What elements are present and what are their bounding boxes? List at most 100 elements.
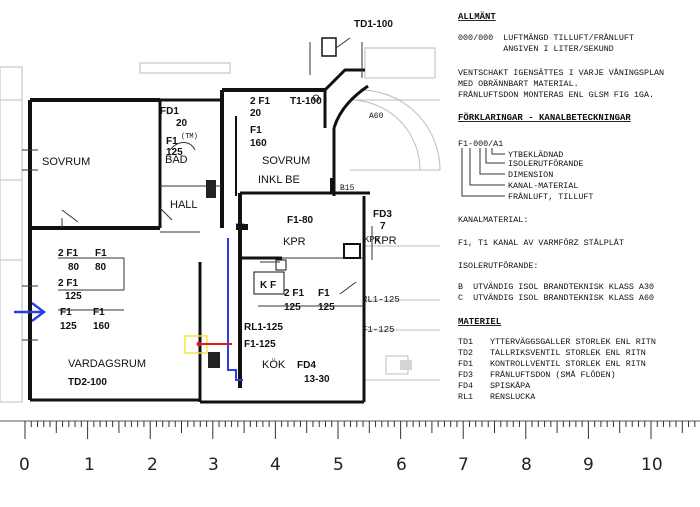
tag-rl1-125: RL1-125 (244, 322, 283, 333)
tag-f1-sovrum: F1 (166, 136, 178, 147)
notes-general-line-4: MED OBRÄNNBART MATERIAL. (458, 79, 579, 89)
ruler-number-3: 3 (208, 455, 219, 475)
ruler-number-4: 4 (270, 455, 281, 475)
flow-cell-r3v2: 160 (93, 321, 110, 332)
materiel-code: FD1 (458, 359, 473, 369)
room-label-kok: KÖK (262, 359, 286, 371)
tag-fd3-value: 7 (380, 221, 386, 232)
notes-insulation-line-1: B UTVÄNDIG ISOL BRANDTEKNISK KLASS A30 (458, 282, 654, 292)
legend-item-3: DIMENSION (508, 170, 553, 180)
notes-heading-insulation: ISOLERUTFÖRANDE: (458, 260, 538, 271)
ruler-number-9: 9 (583, 455, 594, 475)
tag-f1-125: F1-125 (244, 339, 276, 350)
flow-cell-r3c2: F1 (93, 307, 105, 318)
kitchen-cell-r1v1: 125 (284, 302, 301, 313)
materiel-text: YTTERVÄGGSGALLER STORLEK ENL RITN (490, 337, 656, 347)
materiel-code: FD3 (458, 370, 473, 380)
neighbour-label-a60: A60 (369, 112, 384, 121)
tag-td1-top: TD1-100 (354, 19, 393, 30)
tag-tm: (TM) (181, 133, 198, 141)
ruler-number-8: 8 (521, 455, 532, 475)
kitchen-cell-r1v2: 125 (318, 302, 335, 313)
supply-duct-blue (14, 238, 243, 381)
ruler-number-10: 10 (641, 455, 663, 475)
materiel-text: RENSLUCKA (490, 392, 536, 402)
notes-general-line-5: FRÅNLUFTSDON MONTERAS ENL GLSM FIG 1GA. (458, 89, 654, 100)
legend-item-1: YTBEKLÄDNAD (508, 150, 563, 160)
tag-fd3: FD3 (373, 209, 392, 220)
tag-b15: B15 (340, 184, 355, 193)
flow-cell-r3c1: F1 (60, 307, 72, 318)
tag-2f1-sovrum-value: 20 (250, 108, 262, 119)
flow-cell-r3v1: 125 (60, 321, 77, 332)
tag-fd4-value: 13-30 (304, 374, 330, 385)
materiel-text: FRÅNLUFTSDON (SMÅ FLÖDEN) (490, 369, 616, 380)
room-label-sovrum-center: SOVRUM (262, 155, 310, 167)
flow-cell-r1v2: 80 (95, 262, 107, 273)
kitchen-cell-r1c2: F1 (318, 288, 330, 299)
room-label-bad: BAD (165, 154, 188, 166)
ruler-number-2: 2 (147, 455, 158, 475)
ruler-number-7: 7 (458, 455, 469, 475)
materiel-text: TALLRIKSVENTIL STORLEK ENL RITN (490, 348, 646, 358)
ruler-number-1: 1 (84, 455, 95, 475)
tag-fd1-value: 20 (176, 118, 188, 129)
tag-2f1-sovrum: 2 F1 (250, 96, 270, 107)
ruler-number-5: 5 (333, 455, 344, 475)
materiel-code: FD4 (458, 381, 473, 391)
ruler-number-0: 0 (19, 455, 30, 475)
tag-fd1: FD1 (160, 106, 179, 117)
tag-fd4: FD4 (297, 360, 316, 371)
flow-cell-r1c1: 2 F1 (58, 248, 78, 259)
notes-heading-general: ALLMÄNT (458, 11, 496, 22)
tag-f1-sovrum2-value: 160 (250, 138, 267, 149)
flow-cell-r2v1: 125 (65, 291, 82, 302)
tag-td2: TD2-100 (68, 377, 107, 388)
room-label-vardagsrum: VARDAGSRUM (68, 358, 146, 370)
tag-f1-80: F1-80 (287, 215, 314, 226)
legend-code: F1-000/A1 (458, 139, 503, 149)
notes-material-line: F1, T1 KANAL AV VARMFÖRZ STÅLPLÅT (458, 237, 624, 248)
room-label-sovrum-left: SOVRUM (42, 156, 90, 168)
materiel-code: RL1 (458, 392, 473, 402)
flow-table-kitchen: 2 F1 F1 125 125 (284, 281, 357, 313)
kitchen-cell-r1c1: 2 F1 (284, 288, 304, 299)
notes-heading-legend: FÖRKLARINGAR - KANALBETECKNINGAR (458, 112, 631, 123)
materiel-code: TD1 (458, 337, 473, 347)
tag-f1-sovrum2: F1 (250, 125, 262, 136)
flow-cell-r1v1: 80 (68, 262, 80, 273)
neighbour-label-f1: F1-125 (362, 325, 394, 335)
tag-kf: K F (260, 280, 276, 291)
materiel-list: TD1 YTTERVÄGGSGALLER STORLEK ENL RITN TD… (458, 337, 656, 402)
notes-insulation-line-2: C UTVÄNDIG ISOL BRANDTEKNISK KLASS A60 (458, 293, 654, 303)
ruler-numbers: 0 1 2 3 4 5 6 7 8 9 10 (19, 455, 663, 475)
room-label-inkl-be: INKL BE (258, 174, 300, 186)
flow-cell-r2c1: 2 F1 (58, 278, 78, 289)
materiel-text: SPISKÅPA (490, 380, 531, 391)
measuring-ruler: 0 1 2 3 4 5 6 7 8 9 10 (0, 420, 700, 475)
notes-panel: ALLMÄNT 000/000 LUFTMÄNGD TILLUFT/FRÅNLU… (458, 11, 664, 402)
legend-item-4: KANAL-MATERIAL (508, 181, 578, 191)
plan-details (61, 37, 373, 368)
marker-overlay (184, 335, 232, 354)
room-label-hall: HALL (170, 199, 198, 211)
ruler-ticks (24, 421, 696, 439)
tag-f1-sovrum-value: 125 (166, 147, 183, 158)
ruler-number-6: 6 (396, 455, 407, 475)
tag-kpr-small: KPR (374, 235, 397, 247)
neighbour-label-rl1: RL1-125 (362, 295, 400, 305)
notes-heading-materiel: MATERIEL (458, 317, 501, 327)
notes-general-line-3: VENTSCHAKT IGENSÄTTES I VARJE VÅNINGSPLA… (458, 67, 664, 78)
materiel-text: KONTROLLVENTIL STORLEK ENL RITN (490, 359, 646, 369)
legend-item-5: FRÅNLUFT, TILLUFT (508, 191, 593, 202)
notes-heading-material: KANALMATERIAL: (458, 215, 528, 225)
flow-cell-r1c2: F1 (95, 248, 107, 259)
notes-general-line-2: ANGIVEN I LITER/SEKUND (458, 44, 614, 54)
materiel-code: TD2 (458, 348, 473, 358)
neighbour-faint-lines (0, 47, 441, 403)
room-label-kpr: KPR (283, 236, 306, 248)
tag-t1-100: T1-100 (290, 96, 322, 107)
flow-table-left: 2 F1 F1 80 80 2 F1 125 F1 F1 125 160 (58, 248, 125, 332)
